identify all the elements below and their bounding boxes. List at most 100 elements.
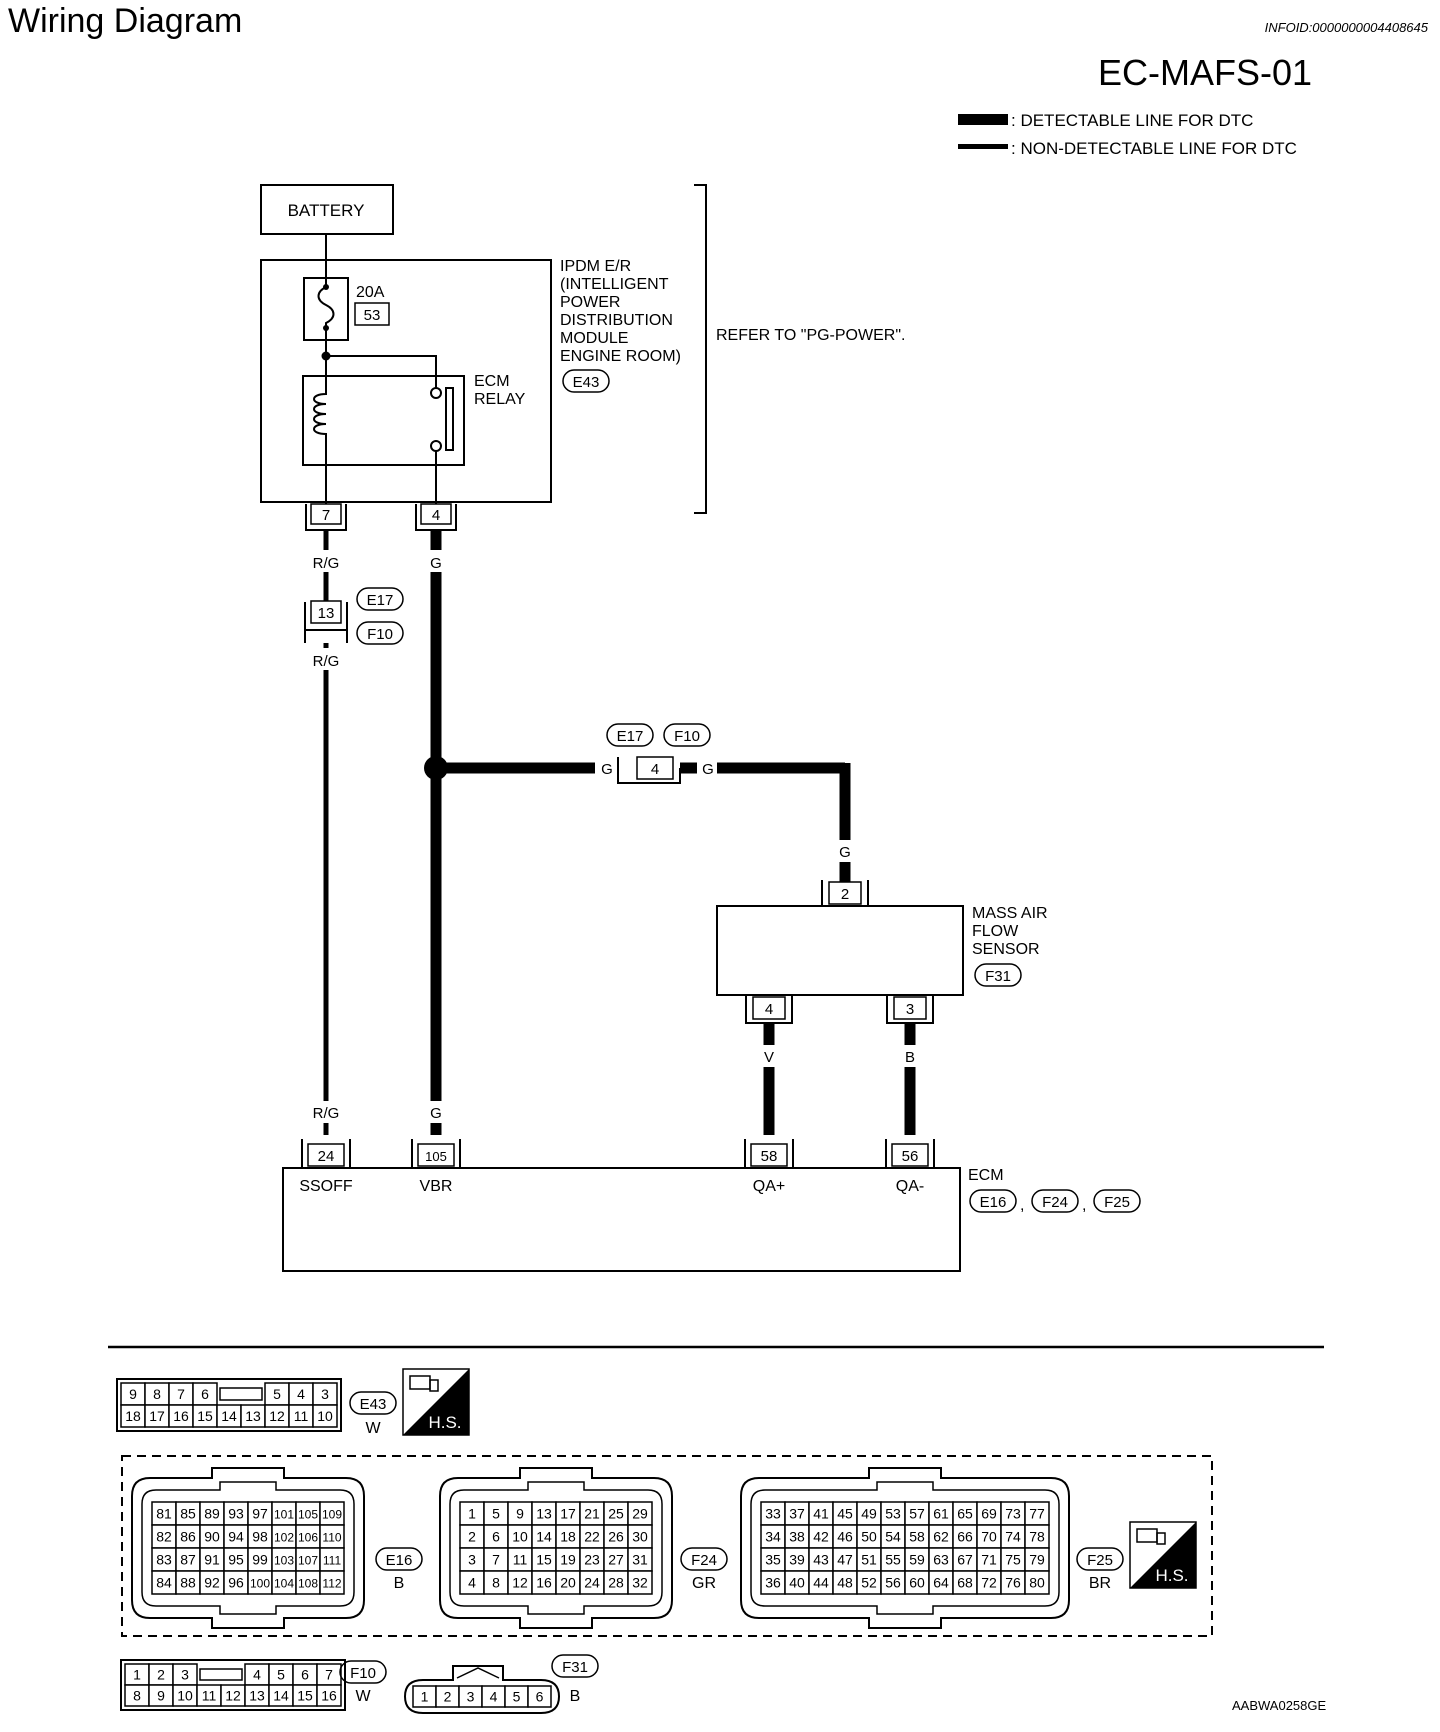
f25-pin-56: 56 xyxy=(885,1575,901,1591)
f10-pin-16: 16 xyxy=(321,1688,337,1704)
f24-pin-7: 7 xyxy=(492,1552,500,1568)
refer-bracket xyxy=(694,184,707,514)
ecm-badge-e16: E16 xyxy=(980,1194,1007,1211)
e16-pin-92: 92 xyxy=(204,1575,220,1591)
f24-pin-3: 3 xyxy=(468,1552,476,1568)
ipdm-name-line2: (INTELLIGENT xyxy=(560,276,669,293)
ecm-pin-label-qa-plus: QA+ xyxy=(753,1178,785,1195)
f24-pin-17: 17 xyxy=(560,1506,576,1522)
e43-pin-12: 12 xyxy=(269,1408,285,1424)
maf-pin-4: 4 xyxy=(745,995,793,1024)
f25-pin-60: 60 xyxy=(909,1575,925,1591)
f31-color: B xyxy=(570,1688,581,1705)
f24-pin-21: 21 xyxy=(584,1506,600,1522)
ecm-badge-sep-1: , xyxy=(1020,1197,1024,1214)
f25-pin-53: 53 xyxy=(885,1506,901,1522)
f24-pin-20: 20 xyxy=(560,1575,576,1591)
ecm-pin-label-vbr: VBR xyxy=(420,1178,453,1195)
legend-thick-line xyxy=(958,114,1008,125)
ecm-pin-24: 24 xyxy=(301,1139,351,1169)
ipdm-connector-badge: E43 xyxy=(562,369,610,393)
wire-g: G G G G G xyxy=(424,530,855,1135)
e16-pin-93: 93 xyxy=(228,1506,244,1522)
f24-pin-28: 28 xyxy=(608,1575,624,1591)
ipdm-name-line5: MODULE xyxy=(560,330,628,347)
joint-connector-13: 13 E17 F10 xyxy=(304,587,404,645)
e16-pin-97: 97 xyxy=(252,1506,268,1522)
svg-text:105: 105 xyxy=(425,1149,447,1164)
ipdm-name-line6: ENGINE ROOM) xyxy=(560,348,681,365)
f24-pin-11: 11 xyxy=(513,1552,528,1568)
f25-pin-68: 68 xyxy=(957,1575,973,1591)
relay-label-line1: ECM xyxy=(474,373,510,390)
battery-label: BATTERY xyxy=(288,201,365,220)
e43-pin-7: 7 xyxy=(177,1386,185,1402)
f25-pin-71: 71 xyxy=(981,1552,997,1568)
joint-mid-badge-1-label: E17 xyxy=(617,728,644,745)
legend-non-detectable-label: : NON-DETECTABLE LINE FOR DTC xyxy=(1011,139,1297,158)
f24-pin-13: 13 xyxy=(536,1506,552,1522)
e16-pin-104: 104 xyxy=(274,1577,294,1591)
f24-pin-18: 18 xyxy=(560,1529,576,1545)
e16-pin-90: 90 xyxy=(204,1529,220,1545)
ecm-badge-f24: F24 xyxy=(1042,1194,1068,1211)
f24-pin-9: 9 xyxy=(516,1506,524,1522)
f24-pin-12: 12 xyxy=(512,1575,528,1591)
f24-pin-10: 10 xyxy=(512,1529,528,1545)
f25-pin-72: 72 xyxy=(981,1575,997,1591)
f25-pin-65: 65 xyxy=(957,1506,973,1522)
f24-pin-22: 22 xyxy=(584,1529,600,1545)
f25-pin-69: 69 xyxy=(981,1506,997,1522)
f10-pin-4: 4 xyxy=(253,1667,261,1683)
joint-top-badge-2-label: F10 xyxy=(367,626,393,643)
f10-pin-12: 12 xyxy=(225,1688,241,1704)
f25-pin-41: 41 xyxy=(813,1506,829,1522)
f10-badge-label: F10 xyxy=(350,1665,376,1682)
ecm-pin-label-qa-minus: QA- xyxy=(896,1178,924,1195)
relay-label-line2: RELAY xyxy=(474,391,526,408)
f31-pin-5: 5 xyxy=(513,1689,521,1705)
f24-pin-19: 19 xyxy=(560,1552,576,1568)
ecm-pin-56: 56 xyxy=(885,1139,935,1169)
f10-color: W xyxy=(355,1688,371,1705)
svg-text:7: 7 xyxy=(322,507,330,524)
e16-pin-87: 87 xyxy=(180,1552,196,1568)
f25-pin-43: 43 xyxy=(813,1552,829,1568)
f25-pin-49: 49 xyxy=(861,1506,877,1522)
e16-pin-94: 94 xyxy=(228,1529,244,1545)
e43-pin-15: 15 xyxy=(197,1408,213,1424)
wire-color-g-4: G xyxy=(702,761,714,778)
f10-pin-9: 9 xyxy=(157,1688,165,1704)
ecm-connector-badges: E16 , F24 , F25 xyxy=(969,1189,1141,1214)
f25-pin-61: 61 xyxy=(933,1506,949,1522)
e16-color: B xyxy=(394,1575,405,1592)
e16-pin-109: 109 xyxy=(322,1508,342,1522)
ecm-pin-label-ssoff: SSOFF xyxy=(299,1178,353,1195)
ipdm-pin-4: 4 xyxy=(415,503,457,531)
svg-text:E43: E43 xyxy=(573,374,600,391)
f25-pin-80: 80 xyxy=(1029,1575,1045,1591)
ecm-pin-105: 105 xyxy=(411,1139,461,1169)
diagram-code: EC-MAFS-01 xyxy=(1098,52,1312,93)
f24-badge xyxy=(680,1547,728,1571)
fuse-number-box xyxy=(354,302,390,326)
e16-pin-112-cell xyxy=(319,1570,345,1595)
e43-pin-5: 5 xyxy=(273,1386,281,1402)
f24-pin-5: 5 xyxy=(492,1506,500,1522)
e16-pin-95: 95 xyxy=(228,1552,244,1568)
f10-pin-7: 7 xyxy=(325,1667,333,1683)
e16-pin-101: 101 xyxy=(274,1508,294,1522)
e16-pin-88: 88 xyxy=(180,1575,196,1591)
e16-pin-112: 112 xyxy=(322,1577,341,1591)
e16-pin-82: 82 xyxy=(156,1529,172,1545)
ipdm-pin-7: 7 xyxy=(305,503,347,531)
f25-pin-45: 45 xyxy=(837,1506,853,1522)
f10-pin-11: 11 xyxy=(202,1688,217,1704)
svg-text:56: 56 xyxy=(902,1148,919,1165)
ecm: 24 105 58 56 SSOFF VBR QA+ QA- ECM E16 ,… xyxy=(282,1139,1141,1272)
